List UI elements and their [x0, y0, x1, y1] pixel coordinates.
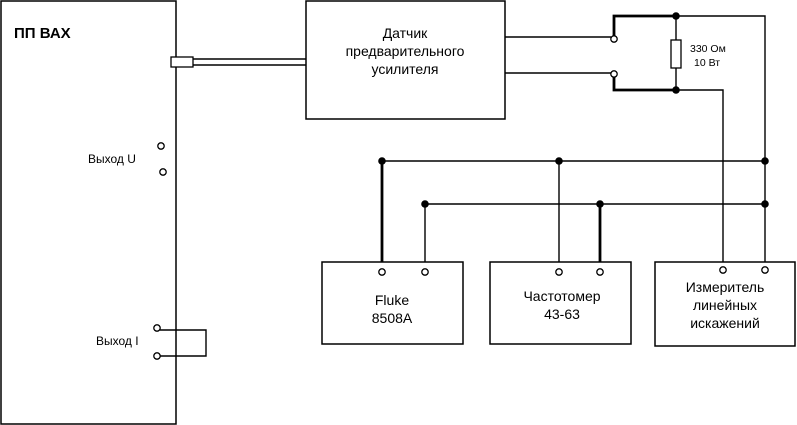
output-u-label: Выход U	[88, 152, 136, 166]
output-i-short-loop	[160, 329, 207, 357]
counter-box	[489, 261, 632, 345]
sensor-terminal-top	[610, 35, 618, 43]
main-unit-title: ПП ВАХ	[14, 25, 71, 42]
fluke-label-line2: 8508A	[372, 310, 413, 326]
distortion-meter-label-line1: Измеритель	[686, 279, 765, 295]
output-i-terminal-2	[153, 352, 161, 360]
main-unit-box	[0, 0, 177, 425]
output-i-label: Выход I	[96, 334, 139, 348]
resistor-loop-bottom	[612, 77, 676, 92]
counter-label-line1: Частотомер	[523, 288, 600, 304]
distortion-meter-terminal-1	[719, 266, 727, 274]
main-unit-connector	[170, 56, 194, 68]
output-i-terminal-1	[153, 324, 161, 332]
sensor-label-line3: усилителя	[372, 61, 439, 77]
resistor-loop-top	[612, 14, 676, 36]
resistor-power: 10 Вт	[694, 57, 720, 69]
counter-terminal-2	[596, 268, 604, 276]
resistor-body	[670, 39, 682, 69]
sensor-label-line2: предварительного	[346, 43, 465, 59]
fluke-label-line1: Fluke	[375, 292, 409, 308]
fluke-box	[321, 261, 464, 345]
distortion-meter-label-line2: линейных	[693, 297, 757, 313]
sensor-terminal-bottom	[610, 70, 618, 78]
fluke-terminal-1	[378, 268, 386, 276]
distortion-meter-terminal-2	[761, 266, 769, 274]
distortion-meter-label-line3: искажений	[690, 315, 760, 331]
output-u-terminal-2	[159, 168, 167, 176]
right-rail-top	[676, 15, 766, 268]
counter-label-line2: 43-63	[544, 306, 580, 322]
bus-lower-node-right	[761, 200, 769, 208]
bus-upper-node-right	[761, 157, 769, 165]
fluke-terminal-2	[421, 268, 429, 276]
distortion-meter-box	[654, 261, 796, 347]
counter-terminal-1	[555, 268, 563, 276]
resistor-value: 330 Ом	[690, 43, 726, 55]
right-rail-bottom	[676, 89, 724, 268]
sensor-box	[305, 0, 506, 120]
output-u-terminal-1	[157, 142, 165, 150]
sensor-label-line1: Датчик	[383, 25, 428, 41]
